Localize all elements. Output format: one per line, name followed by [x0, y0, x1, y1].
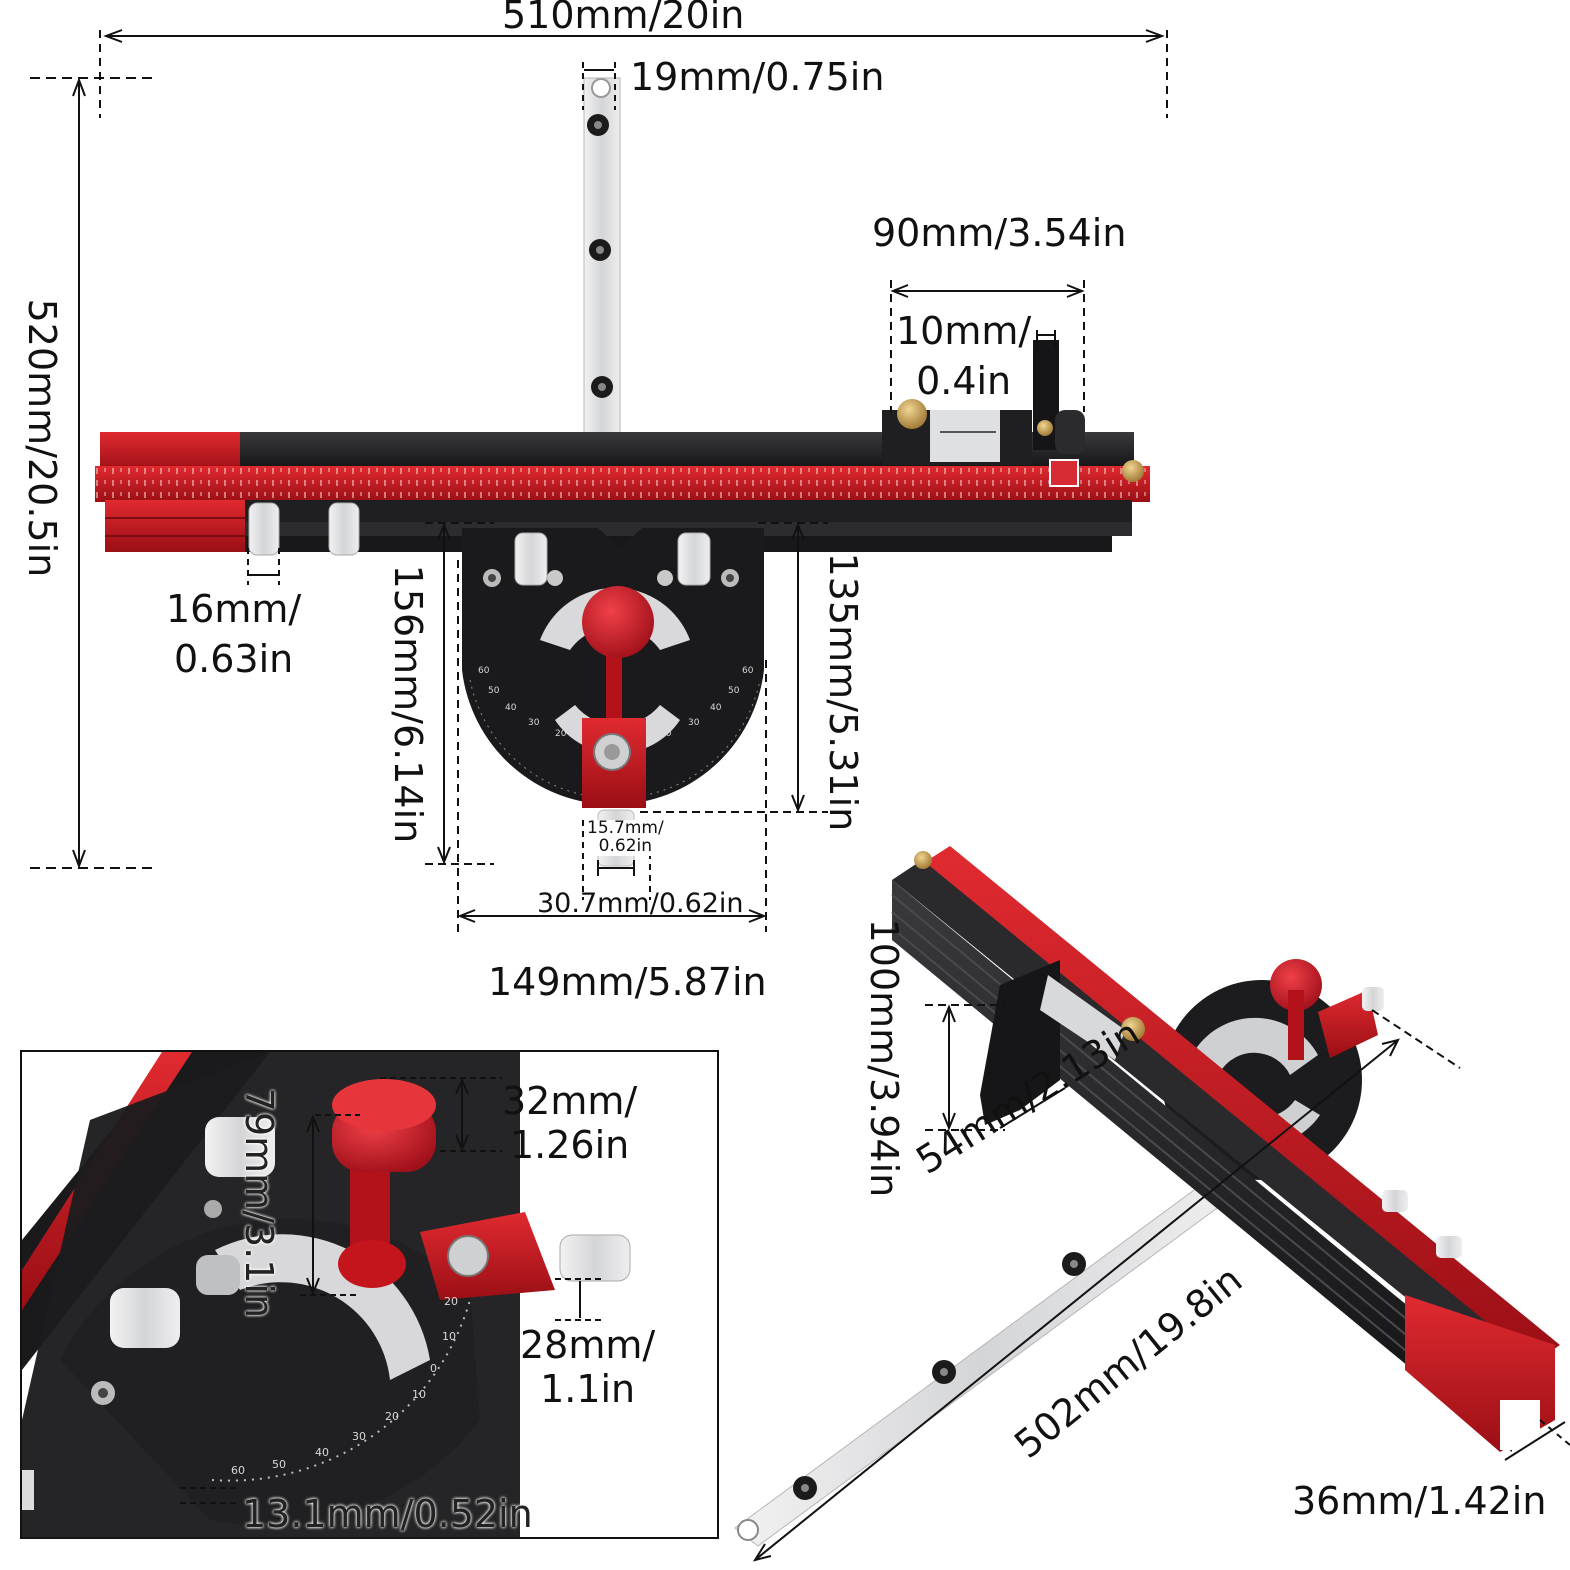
thumb-screw-line2: 1.1in — [540, 1366, 636, 1411]
bar-width-label: 19mm/0.75in — [630, 55, 885, 99]
overall-width-label: 510mm/20in — [502, 0, 745, 37]
fence-extrusion — [95, 432, 1150, 552]
fence-depth-label: 36mm/1.42in — [1292, 1479, 1547, 1523]
scale-tick-label: 40 — [505, 703, 517, 713]
post-height-label: 79mm/3.1in — [236, 1087, 281, 1319]
scale-tick-label: 30 — [688, 718, 700, 728]
scale-tick-label: 0 — [430, 1362, 437, 1375]
inset-scale-labels: 20 10 0 10 20 30 40 50 60 — [231, 1295, 458, 1477]
overall-height-label: 520mm/20.5in — [19, 298, 64, 578]
scale-tick-label: 20 — [385, 1410, 399, 1423]
end-brass-stud — [1122, 460, 1144, 482]
scale-tick-label: 30 — [352, 1430, 366, 1443]
stop-width-label: 90mm/3.54in — [872, 211, 1127, 255]
knob-width-label: 16mm/ 0.63in — [166, 587, 302, 681]
fence-height-label: 100mm/3.94in — [861, 918, 906, 1198]
thumb-screw-label: 28mm/ 1.1in — [520, 1323, 656, 1411]
scale-tick-label: 60 — [478, 666, 490, 676]
head-height-2-label: 135mm/5.31in — [820, 552, 865, 832]
scale-tick-label: 20 — [444, 1295, 458, 1308]
scale-tick-label: 40 — [710, 703, 722, 713]
stop-thickness-line1: 10mm/ — [896, 309, 1032, 353]
flip-stop[interactable] — [882, 340, 1085, 487]
base-width-label: 30.7mm/0.62in — [537, 888, 744, 919]
head-width-label: 149mm/5.87in — [488, 960, 767, 1004]
lock-knob[interactable] — [582, 586, 654, 808]
scale-tick-label: 20 — [555, 729, 567, 739]
pin-width-line2: 0.62in — [598, 835, 653, 856]
scale-tick-label: 50 — [272, 1458, 286, 1471]
pin-width-line1: 15.7mm/ — [587, 818, 664, 838]
scale-tick-label: 30 — [528, 718, 540, 728]
scale-tick-label: 20 — [660, 729, 672, 739]
stop-thickness-line2: 0.4in — [916, 358, 1012, 403]
thumb-screw-line1: 28mm/ — [520, 1323, 656, 1367]
knob-height-label: 32mm/ 1.26in — [502, 1079, 638, 1167]
scale-thickness-label: 13.1mm/0.52in — [242, 1492, 533, 1536]
scale-tick-label: 60 — [742, 666, 754, 676]
scale-tick-label: 50 — [488, 686, 500, 696]
fence-knob[interactable] — [328, 502, 360, 556]
knob-width-line1: 16mm/ — [166, 587, 302, 631]
bar-screw — [591, 78, 611, 98]
scale-tick-label: 60 — [231, 1464, 245, 1477]
protractor-scale-labels: 60 50 40 30 20 20 30 40 50 60 — [478, 666, 754, 739]
angled-view — [734, 846, 1560, 1547]
inset-detail — [20, 1050, 719, 1539]
knob-width-line2: 0.63in — [173, 636, 294, 681]
scale-tick-label: 10 — [442, 1330, 456, 1343]
head-height-label: 156mm/6.14in — [385, 564, 430, 844]
stop-thickness-label: 10mm/ 0.4in — [896, 309, 1032, 403]
knob-height-line1: 32mm/ — [502, 1079, 638, 1123]
scale-tick-label: 50 — [728, 686, 740, 696]
fence-knob[interactable] — [248, 502, 280, 556]
knob-height-line2: 1.26in — [509, 1122, 630, 1167]
dimension-lines — [30, 29, 1570, 1562]
pin-width-label: 15.7mm/ 0.62in — [585, 818, 666, 856]
scale-tick-label: 40 — [315, 1446, 329, 1459]
scale-tick-label: 10 — [412, 1388, 426, 1401]
